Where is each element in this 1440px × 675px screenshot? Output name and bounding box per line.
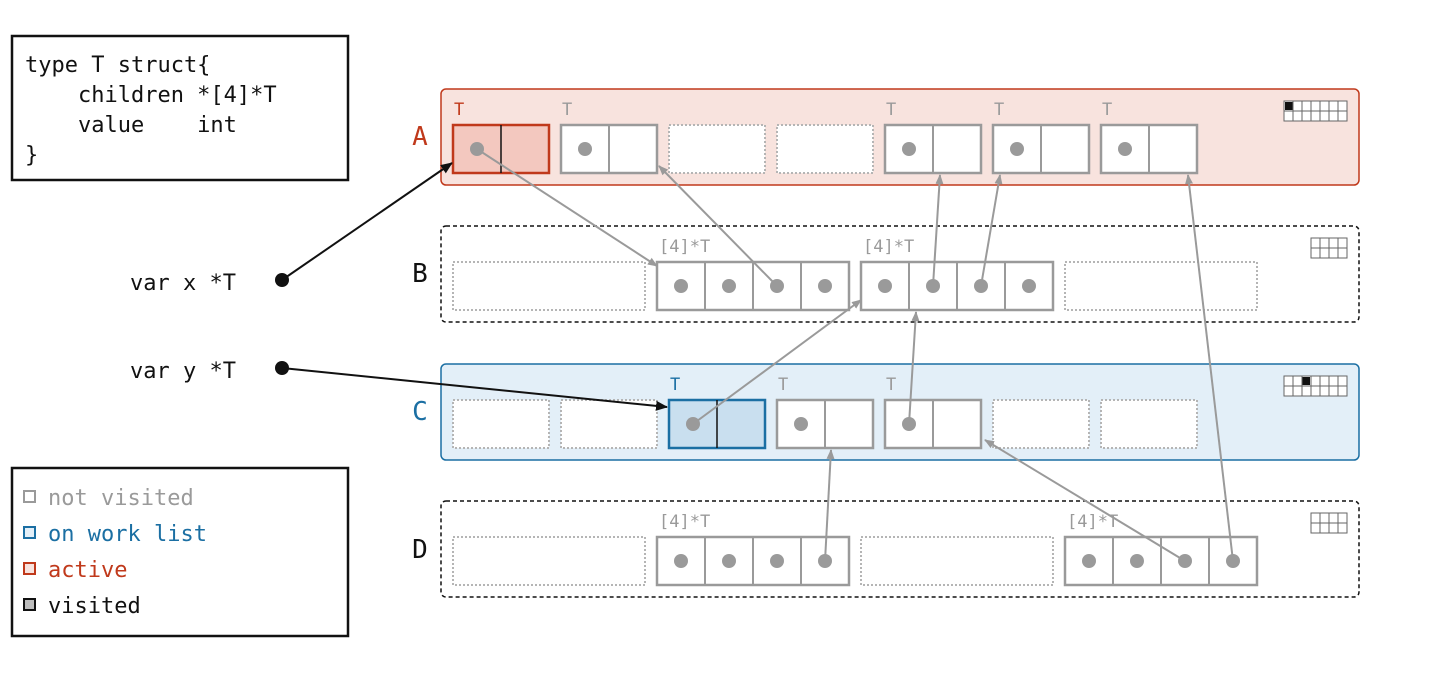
code-line: value int	[25, 113, 237, 138]
legend-label: visited	[48, 594, 141, 619]
row-d-objects: [4]*T [4]*T	[452, 512, 1259, 587]
legend-swatch-work-list	[23, 526, 36, 539]
span-a-bitmap	[1283, 100, 1348, 122]
legend-label: active	[48, 558, 127, 583]
legend: not visited on work list active visited	[10, 466, 350, 638]
type-definition-box: type T struct{ children *[4]*T value int…	[10, 34, 350, 182]
legend-label: not visited	[48, 486, 194, 511]
row-label-c: C	[412, 397, 428, 427]
free-slot	[668, 124, 766, 174]
pointer-arrows	[476, 148, 1234, 562]
var-x-label: var x *T	[130, 271, 236, 296]
legend-swatch-active	[23, 562, 36, 575]
object-type-label: T	[778, 375, 788, 395]
free-slot	[452, 536, 646, 586]
legend-swatch-not-visited	[23, 490, 36, 503]
code-line: children *[4]*T	[25, 83, 277, 108]
object-type-label: [4]*T	[1067, 512, 1118, 532]
free-slot	[560, 399, 658, 449]
free-slot	[992, 399, 1090, 449]
span-b-bitmap	[1310, 237, 1348, 259]
root-pointer-y	[281, 367, 668, 411]
object-type-label: T	[670, 375, 680, 395]
object-type-label: T	[1102, 100, 1112, 120]
row-label-a: A	[412, 122, 428, 152]
free-slot	[1100, 399, 1198, 449]
free-slot	[452, 399, 550, 449]
object-type-label: [4]*T	[863, 237, 914, 257]
var-y-label: var y *T	[130, 359, 236, 384]
row-c-objects: T T T	[452, 375, 1198, 450]
object-type-label: T	[886, 375, 896, 395]
row-label-b: B	[412, 259, 428, 289]
object-type-label: T	[562, 100, 572, 120]
legend-swatch-visited	[23, 598, 36, 611]
span-c-bitmap	[1283, 375, 1348, 397]
free-slot	[776, 124, 874, 174]
code-line: type T struct{	[25, 53, 210, 78]
object-type-label: T	[886, 100, 896, 120]
object-type-label: [4]*T	[659, 512, 710, 532]
object-type-label: T	[454, 100, 464, 120]
row-a-objects: T T T T T	[451, 100, 1199, 175]
object-type-label: T	[994, 100, 1004, 120]
row-label-d: D	[412, 535, 428, 565]
code-line: }	[25, 143, 38, 168]
span-d-bitmap	[1310, 512, 1348, 534]
free-slot	[452, 261, 646, 311]
row-b-objects: [4]*T [4]*T	[452, 237, 1258, 312]
legend-label: on work list	[48, 522, 207, 547]
root-pointer-x	[281, 162, 453, 281]
free-slot	[860, 536, 1054, 586]
free-slot	[1064, 261, 1258, 311]
object-type-label: [4]*T	[659, 237, 710, 257]
